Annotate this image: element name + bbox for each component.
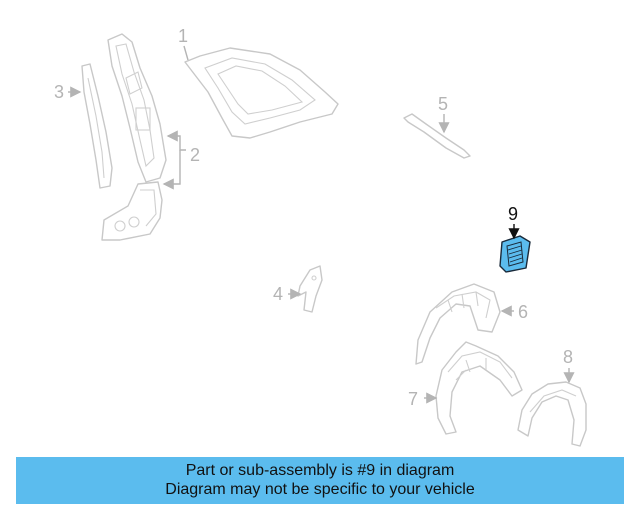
callout-3: 3 — [54, 82, 64, 102]
part-5-molding[interactable] — [403, 113, 471, 159]
callout-5: 5 — [438, 94, 448, 114]
leader-2a — [166, 130, 186, 151]
callout-2: 2 — [190, 145, 200, 165]
part-2-pillar-upper[interactable] — [107, 33, 167, 183]
part-1-window-frame[interactable] — [184, 47, 339, 139]
leader-1 — [183, 45, 189, 61]
callout-8: 8 — [563, 347, 573, 367]
info-banner: Part or sub-assembly is #9 in diagram Di… — [16, 457, 624, 504]
part-6-wheelhouse[interactable] — [415, 283, 501, 365]
part-9-vent-grille-highlighted[interactable] — [499, 235, 531, 273]
banner-line-2: Diagram may not be specific to your vehi… — [165, 481, 475, 498]
banner-line-1: Part or sub-assembly is #9 in diagram — [185, 462, 455, 479]
callout-9: 9 — [508, 204, 518, 224]
leader-2b — [162, 150, 181, 190]
part-2-pillar-lower[interactable] — [101, 181, 163, 241]
callout-1: 1 — [178, 26, 188, 46]
part-8-arch[interactable] — [517, 381, 587, 447]
part-7-inner-wheelhouse[interactable] — [435, 341, 523, 435]
callout-7: 7 — [408, 389, 418, 409]
part-4-bracket[interactable] — [297, 265, 323, 313]
callout-6: 6 — [518, 302, 528, 322]
part-3-pillar[interactable] — [81, 63, 113, 189]
callout-4: 4 — [273, 284, 283, 304]
